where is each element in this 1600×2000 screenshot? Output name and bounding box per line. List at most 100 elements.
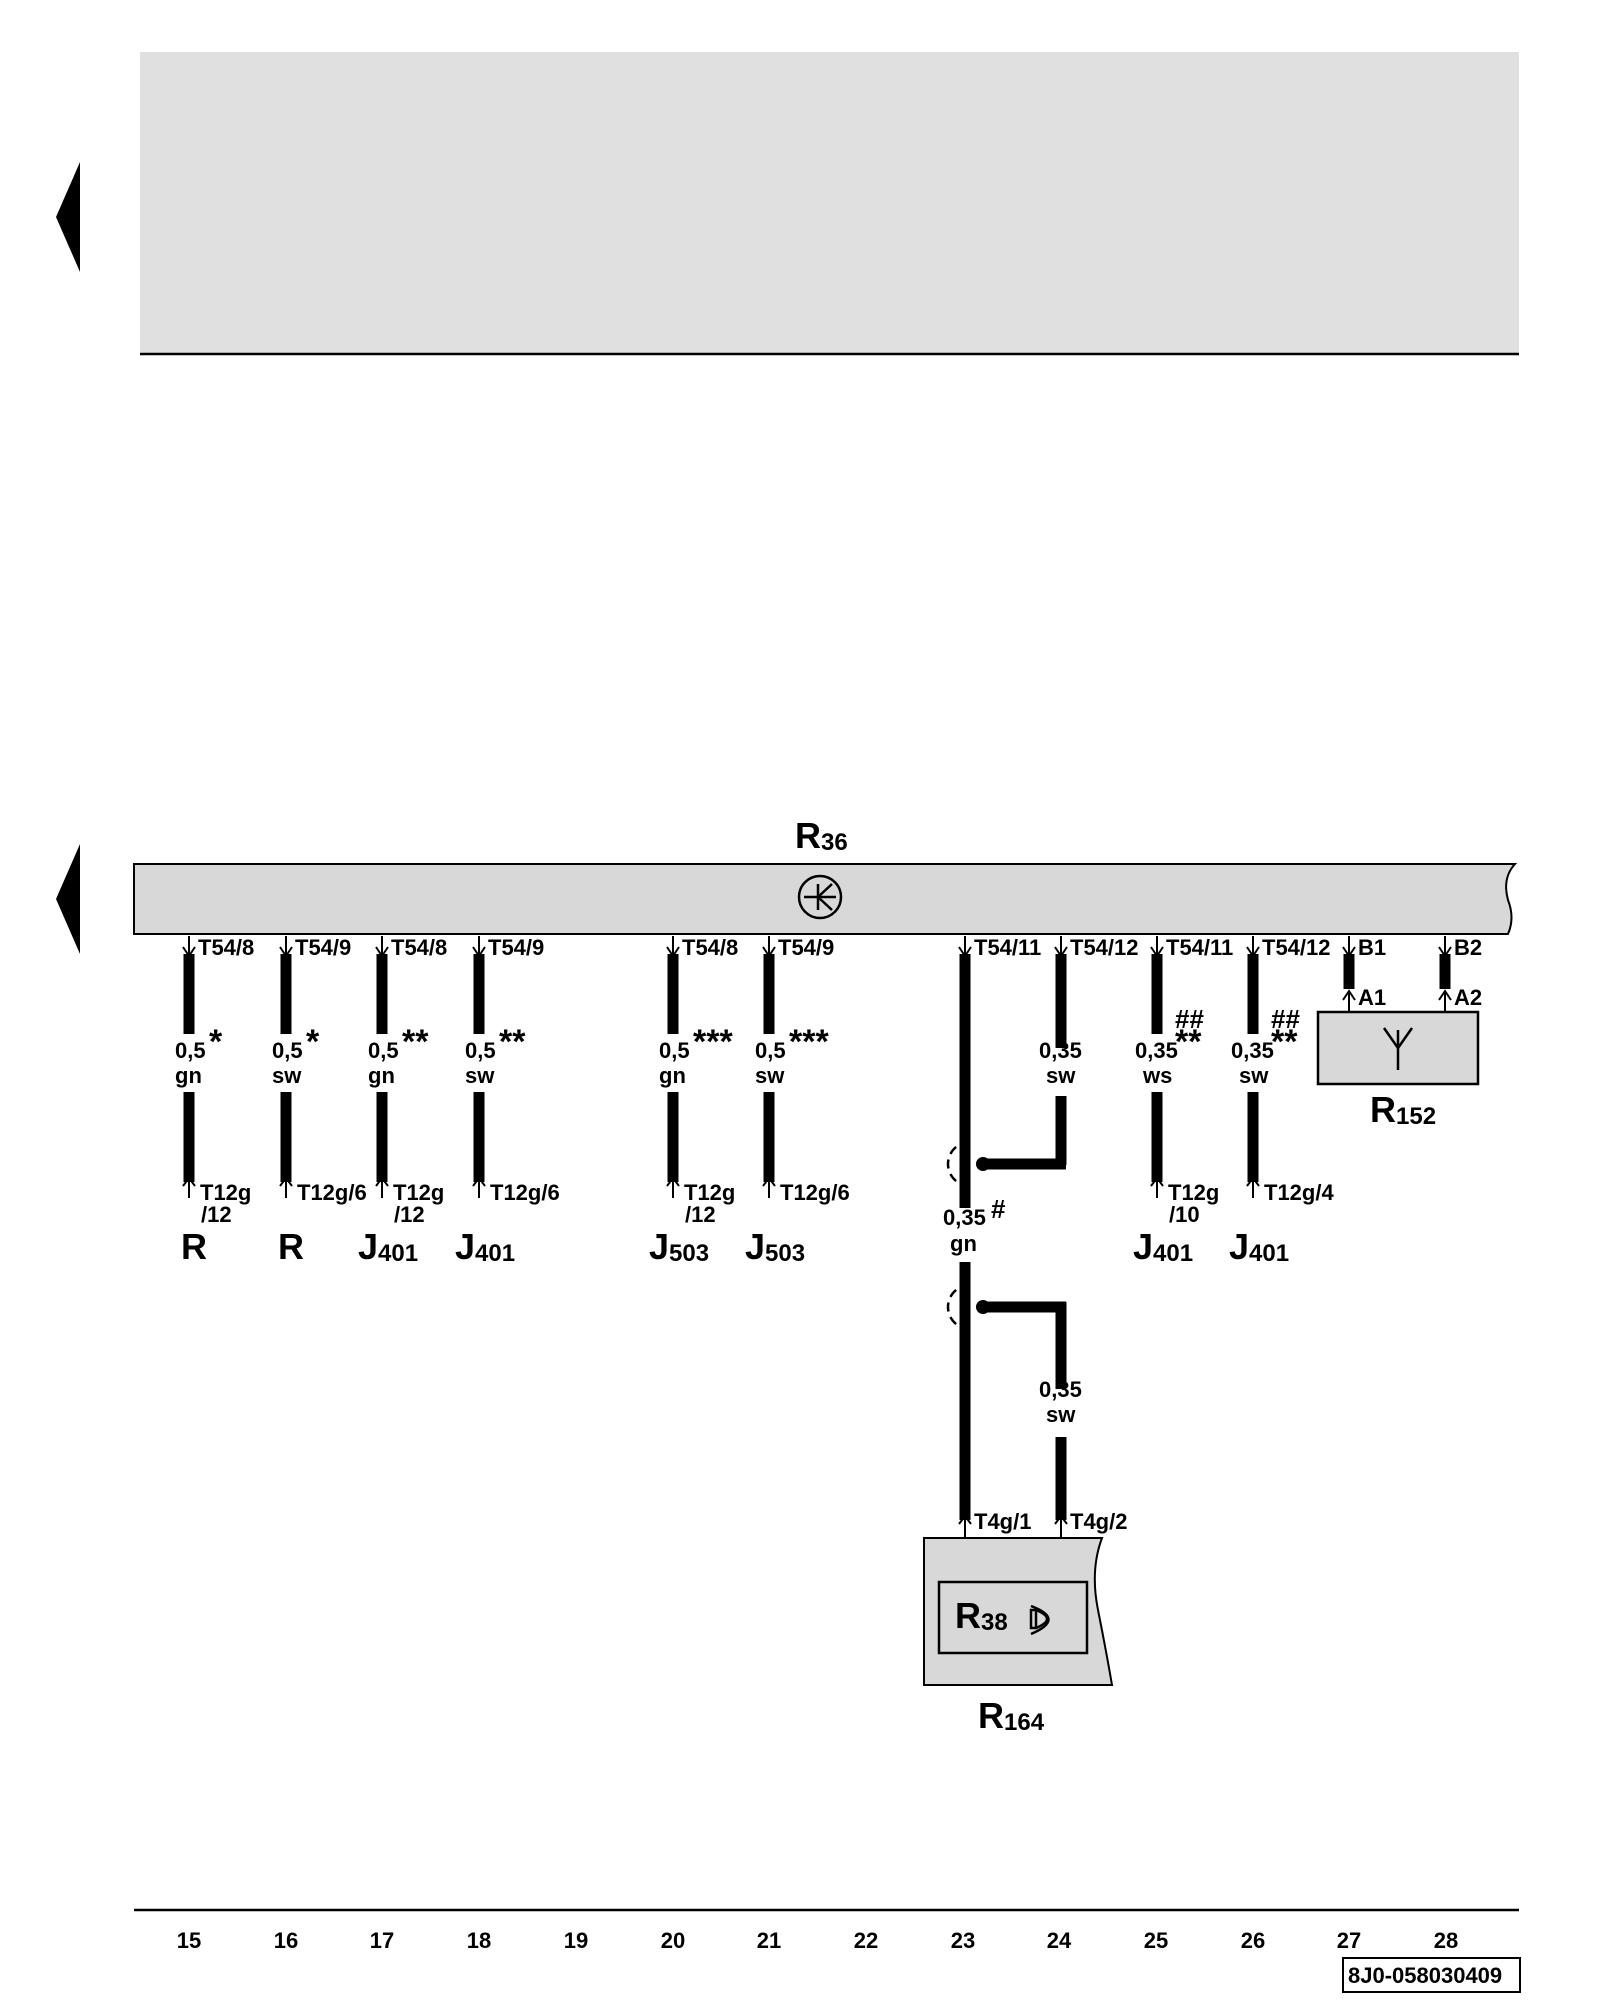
shield-lower-size: 0,35 [1039, 1377, 1082, 1402]
grid-number: 20 [661, 1928, 685, 1953]
wire-top-pin: T54/11 [1166, 935, 1233, 960]
wire-hash-mark: ## [1271, 1004, 1300, 1034]
wire-color: ws [1142, 1063, 1172, 1088]
radio-icon [797, 874, 843, 920]
wire-size: 0,35 [1135, 1038, 1178, 1063]
wire-bottom-pin: T12g [684, 1180, 735, 1205]
shield-upper-size: 0,35 [1039, 1038, 1082, 1063]
wire-bottom-pin: T12g/6 [490, 1180, 560, 1205]
shielded-mark: # [991, 1194, 1006, 1224]
speaker-r38-box [937, 1580, 1089, 1655]
speaker-unit-label: R164 [978, 1695, 1045, 1736]
wire-bottom-pin: T12g/6 [780, 1180, 850, 1205]
wire-color: sw [272, 1063, 302, 1088]
grid-number: 17 [370, 1928, 394, 1953]
component-bar-r36 [133, 863, 1518, 935]
wire-w15: T54/8 0,5gn * T12g/12R [175, 935, 254, 1267]
shielded-size: 0,35 [943, 1205, 986, 1230]
wire-bottom-pin: /12 [685, 1202, 716, 1227]
wire-size: 0,5 [272, 1038, 303, 1063]
wire-size: 0,35 [1231, 1038, 1274, 1063]
wire-size: 0,5 [755, 1038, 786, 1063]
component-bar-label: R36 [795, 815, 848, 856]
wire-color: sw [755, 1063, 785, 1088]
reference-number: 8J0-058030409 [1348, 1963, 1502, 1988]
wire-footnote-mark: * [306, 1023, 320, 1061]
wire-top-pin: T54/9 [488, 935, 544, 960]
wire-destination: J503 [745, 1226, 805, 1267]
grid-number: 23 [951, 1928, 975, 1953]
antenna-icon [1382, 1027, 1414, 1070]
wire-footnote-mark: * [209, 1023, 223, 1061]
wire-destination: J401 [358, 1226, 418, 1267]
wire-bottom-pin: T12g [393, 1180, 444, 1205]
wire-size: 0,5 [659, 1038, 690, 1063]
wire-bottom-pin: T12g/4 [1264, 1180, 1334, 1205]
wire-size: 0,5 [368, 1038, 399, 1063]
antenna-label: R152 [1370, 1089, 1436, 1130]
wire-color: gn [175, 1063, 202, 1088]
wire-hash-mark: ## [1175, 1004, 1204, 1034]
shielded-cable [946, 936, 1068, 1538]
wire-color: gn [659, 1063, 686, 1088]
wire-top-pin: T54/9 [295, 935, 351, 960]
top-panel [140, 52, 1519, 354]
grid-number: 24 [1047, 1928, 1072, 1953]
antenna-pin-b1: B1 [1358, 935, 1386, 960]
grid-number: 27 [1337, 1928, 1361, 1953]
wire-top-pin: T54/8 [198, 935, 254, 960]
wire-footnote-mark: ** [1271, 1023, 1298, 1061]
shield-upper-color: sw [1046, 1063, 1076, 1088]
wire-bottom-pin: /10 [1169, 1202, 1200, 1227]
antenna-connections [1342, 936, 1452, 1012]
antenna-pin-a2: A2 [1454, 985, 1482, 1010]
wire-destination: J401 [1229, 1226, 1289, 1267]
grid-number: 22 [854, 1928, 878, 1953]
antenna-pin-b2: B2 [1454, 935, 1482, 960]
shielded-color: gn [950, 1231, 977, 1256]
wire-bottom-pin: T12g [200, 1180, 251, 1205]
wire-w16: T54/9 0,5sw* T12g/6R [272, 935, 367, 1267]
grid-number: 15 [177, 1928, 201, 1953]
shielded-top-pin: T54/11 [974, 935, 1041, 960]
page-prev-arrow-icon[interactable] [56, 162, 80, 272]
wire-destination: R [181, 1226, 207, 1267]
speaker-icon [1029, 1604, 1050, 1636]
wire-destination: J503 [649, 1226, 709, 1267]
wire-bottom-pin: /12 [201, 1202, 232, 1227]
section-arrow-icon[interactable] [56, 844, 80, 954]
wire-footnote-mark: *** [789, 1023, 829, 1061]
wire-top-pin: T54/9 [778, 935, 834, 960]
wire-bottom-pin: T12g [1168, 1180, 1219, 1205]
wire-group: T54/80,5gn*T12g/12RT54/90,5sw*T12g/6RT54… [175, 935, 1334, 1267]
wire-footnote-mark: ** [499, 1023, 526, 1061]
wire-bottom-pin: T12g/6 [297, 1180, 367, 1205]
wire-bottom-pin: /12 [394, 1202, 425, 1227]
reference-box [1342, 1957, 1521, 1993]
shield-lower-color: sw [1046, 1402, 1076, 1427]
antenna-pin-a1: A1 [1358, 985, 1386, 1010]
wire-color: sw [1239, 1063, 1269, 1088]
wire-top-pin: T54/8 [682, 935, 738, 960]
wire-destination: R [278, 1226, 304, 1267]
grid-number: 28 [1434, 1928, 1458, 1953]
shield-upper-top-pin: T54/12 [1070, 935, 1139, 960]
wire-footnote-mark: *** [693, 1023, 733, 1061]
shield-lower-bottom-pin: T4g/2 [1070, 1509, 1127, 1534]
grid-number: 25 [1144, 1928, 1168, 1953]
grid-number: 26 [1241, 1928, 1265, 1953]
grid-number: 21 [757, 1928, 781, 1953]
wire-footnote-mark: ** [402, 1023, 429, 1061]
wire-size: 0,5 [175, 1038, 206, 1063]
wire-top-pin: T54/8 [391, 935, 447, 960]
wire-size: 0,5 [465, 1038, 496, 1063]
shielded-bottom-pin: T4g/1 [974, 1509, 1031, 1534]
wire-footnote-mark: ** [1175, 1023, 1202, 1061]
wire-destination: J401 [455, 1226, 515, 1267]
